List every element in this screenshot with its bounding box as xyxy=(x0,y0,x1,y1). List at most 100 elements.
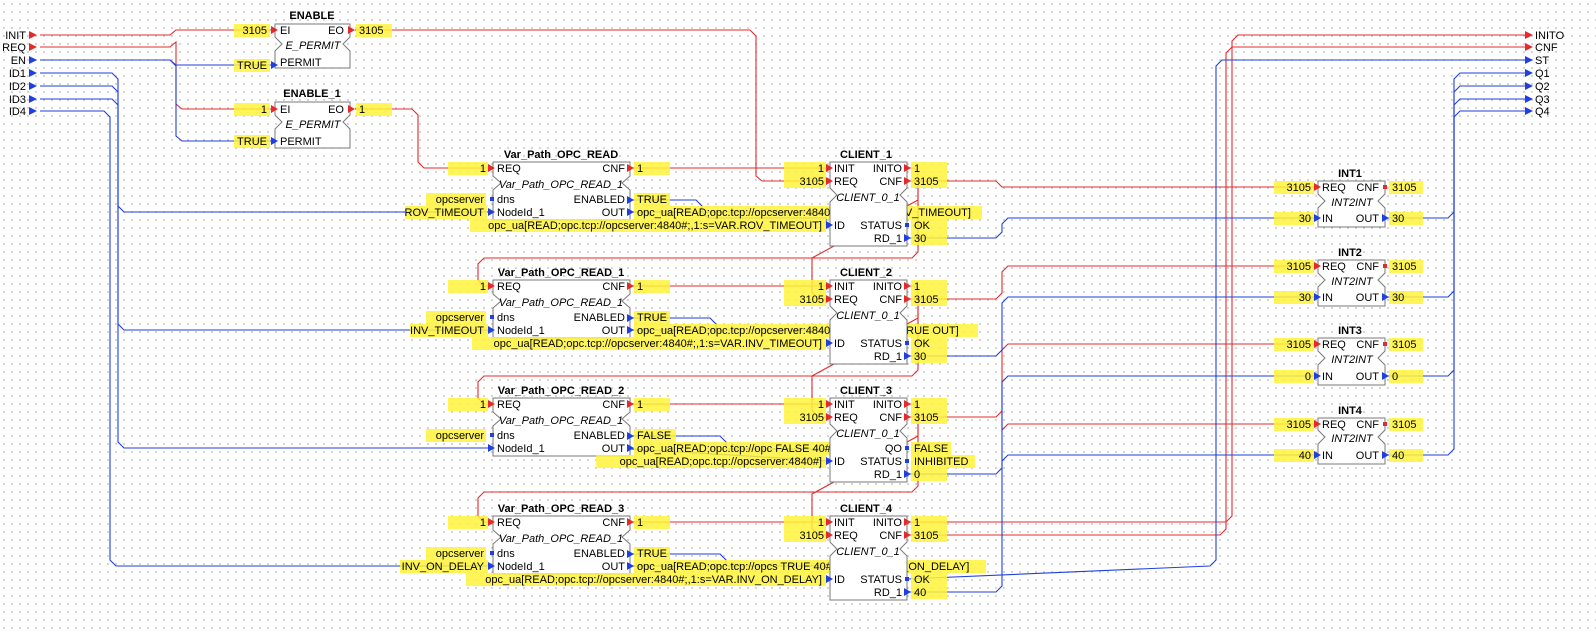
var-path-3-cnf-pin[interactable] xyxy=(627,518,634,526)
var-path-1-req-pin[interactable] xyxy=(488,282,495,290)
output-inito-pin[interactable] xyxy=(1525,31,1533,39)
var-path-1-enabled-pin[interactable] xyxy=(627,314,634,322)
client-2-id-pin[interactable] xyxy=(826,339,833,347)
client-4-init-pin[interactable] xyxy=(826,518,833,526)
int-3-req-pin[interactable] xyxy=(1314,340,1321,348)
var-path-2-cnf-pin[interactable] xyxy=(627,400,634,408)
client-block[interactable]: CLIENT_1 CLIENT_0_1 INIT REQ ID INITO CN… xyxy=(470,149,947,247)
client-req-pin[interactable] xyxy=(826,177,833,185)
enable-eo-pin[interactable] xyxy=(348,26,355,34)
client-4-cnf-pin[interactable] xyxy=(904,531,911,539)
input-req-pin[interactable] xyxy=(29,43,37,51)
input-init-pin[interactable] xyxy=(29,31,37,39)
int-3-in-pin[interactable] xyxy=(1314,372,1321,380)
var-path-2-req-pin[interactable] xyxy=(488,400,495,408)
var-path-1-nodeid-pin[interactable] xyxy=(488,326,495,334)
output-cnf-pin[interactable] xyxy=(1525,43,1533,51)
var-path-2-nodeid-pin[interactable] xyxy=(488,444,495,452)
client-2-rd-pin[interactable] xyxy=(904,352,911,360)
client-3-init-pin[interactable] xyxy=(826,400,833,408)
output-q1-pin[interactable] xyxy=(1525,69,1533,77)
enable-1-eo-pin[interactable] xyxy=(348,105,355,113)
int-2-block[interactable]: INT2 INT2INT REQ CNF IN OUT 3105 3105 30… xyxy=(1274,247,1423,307)
var-path-3-req-pin[interactable] xyxy=(488,518,495,526)
int-3-out-pin[interactable] xyxy=(1382,372,1389,380)
client-cnf-pin[interactable] xyxy=(904,177,911,185)
output-q2-pin[interactable] xyxy=(1525,82,1533,90)
var-path-req-pin[interactable] xyxy=(488,164,495,172)
input-id3-pin[interactable] xyxy=(29,95,37,103)
input-id2-pin[interactable] xyxy=(29,82,37,90)
var-path-3-out-pin[interactable] xyxy=(627,562,634,570)
client-2-inito-pin[interactable] xyxy=(904,282,911,290)
var-path-out-pin[interactable] xyxy=(627,208,634,216)
var-path-1-cnf-pin[interactable] xyxy=(627,282,634,290)
var-path-1-out-pin[interactable] xyxy=(627,326,634,334)
client-3-cnf-pin[interactable] xyxy=(904,413,911,421)
var-path-dns-pin[interactable] xyxy=(490,197,494,201)
client-init-pin[interactable] xyxy=(826,164,833,172)
client-4-inito-pin[interactable] xyxy=(904,518,911,526)
client-inito-pin[interactable] xyxy=(904,164,911,172)
var-path-1-dns-pin[interactable] xyxy=(490,315,494,319)
client-rd-pin[interactable] xyxy=(904,234,911,242)
int-3-block[interactable]: INT3 INT2INT REQ CNF IN OUT 3105 3105 0 … xyxy=(1274,325,1423,386)
client-3-block[interactable]: CLIENT_3 CLIENT_0_1 INIT REQ ID INITO CN… xyxy=(596,385,975,483)
var-path-2-enabled-pin[interactable] xyxy=(627,432,634,440)
int-2-cnf-pin[interactable] xyxy=(1383,264,1387,268)
int-out-value-bg xyxy=(1389,212,1423,225)
var-path-3-nodeid-pin[interactable] xyxy=(488,562,495,570)
input-id4-pin[interactable] xyxy=(29,107,37,115)
var-path-3-dns-pin[interactable] xyxy=(490,551,494,555)
int-cnf-pin[interactable] xyxy=(1383,185,1387,189)
client-4-block[interactable]: CLIENT_4 CLIENT_0_1 INIT REQ ID INITO CN… xyxy=(466,503,947,601)
int-in-pin[interactable] xyxy=(1314,214,1321,222)
output-st-pin[interactable] xyxy=(1525,56,1533,64)
client-4-rd-pin[interactable] xyxy=(904,588,911,596)
enable-ei-pin[interactable] xyxy=(271,26,278,34)
enable-permit-pin[interactable] xyxy=(271,61,278,69)
client-2-cnf-pin[interactable] xyxy=(904,295,911,303)
output-q3-pin[interactable] xyxy=(1525,95,1533,103)
client-3-rd-pin[interactable] xyxy=(904,470,911,478)
int-out-pin[interactable] xyxy=(1382,214,1389,222)
int-2-req-pin[interactable] xyxy=(1314,262,1321,270)
int-3-cnf-pin[interactable] xyxy=(1383,342,1387,346)
client-status-pin[interactable] xyxy=(905,223,909,227)
client-3-inito-pin[interactable] xyxy=(904,400,911,408)
client-3-status-pin[interactable] xyxy=(905,459,909,463)
enable-1-permit-pin[interactable] xyxy=(271,137,278,145)
enable-1-block[interactable]: ENABLE_1 E_PERMIT EI EO PERMIT 1 1 TRUE xyxy=(234,88,392,149)
input-en-pin[interactable] xyxy=(29,56,37,64)
int-4-cnf-pin[interactable] xyxy=(1383,422,1387,426)
int-2-in-pin[interactable] xyxy=(1314,293,1321,301)
client-2-status-pin[interactable] xyxy=(905,341,909,345)
client-4-req-pin[interactable] xyxy=(826,531,833,539)
var-path-cnf-pin[interactable] xyxy=(627,164,634,172)
enable-block[interactable]: ENABLE E_PERMIT EI EO PERMIT 3105 3105 T… xyxy=(234,10,392,72)
int-4-out-pin[interactable] xyxy=(1382,451,1389,459)
var-path-3-enabled-pin[interactable] xyxy=(627,550,634,558)
var-path-2-dns-pin[interactable] xyxy=(490,433,494,437)
int-block[interactable]: INT1 INT2INT REQ CNF IN OUT 3105 3105 30… xyxy=(1274,168,1423,228)
var-path-2-out-pin[interactable] xyxy=(627,444,634,452)
client-2-req-pin[interactable] xyxy=(826,295,833,303)
client-2-block[interactable]: CLIENT_2 CLIENT_0_1 INIT REQ ID INITO CN… xyxy=(472,267,947,365)
client-4-status-pin[interactable] xyxy=(905,577,909,581)
client-4-id-pin[interactable] xyxy=(826,575,833,583)
client-3-qo-pin[interactable] xyxy=(905,446,909,450)
output-q4-pin[interactable] xyxy=(1525,107,1533,115)
var-path-enabled-pin[interactable] xyxy=(627,196,634,204)
int-4-in-pin[interactable] xyxy=(1314,451,1321,459)
client-3-req-pin[interactable] xyxy=(826,413,833,421)
enable-1-ei-pin[interactable] xyxy=(271,105,278,113)
int-2-out-pin[interactable] xyxy=(1382,293,1389,301)
client-3-id-pin[interactable] xyxy=(826,457,833,465)
int-req-pin[interactable] xyxy=(1314,183,1321,191)
client-2-init-pin[interactable] xyxy=(826,282,833,290)
client-id-pin[interactable] xyxy=(826,221,833,229)
var-path-nodeid-pin[interactable] xyxy=(488,208,495,216)
int-4-block[interactable]: INT4 INT2INT REQ CNF IN OUT 3105 3105 40… xyxy=(1274,405,1423,465)
int-4-req-pin[interactable] xyxy=(1314,420,1321,428)
input-id1-pin[interactable] xyxy=(29,69,37,77)
